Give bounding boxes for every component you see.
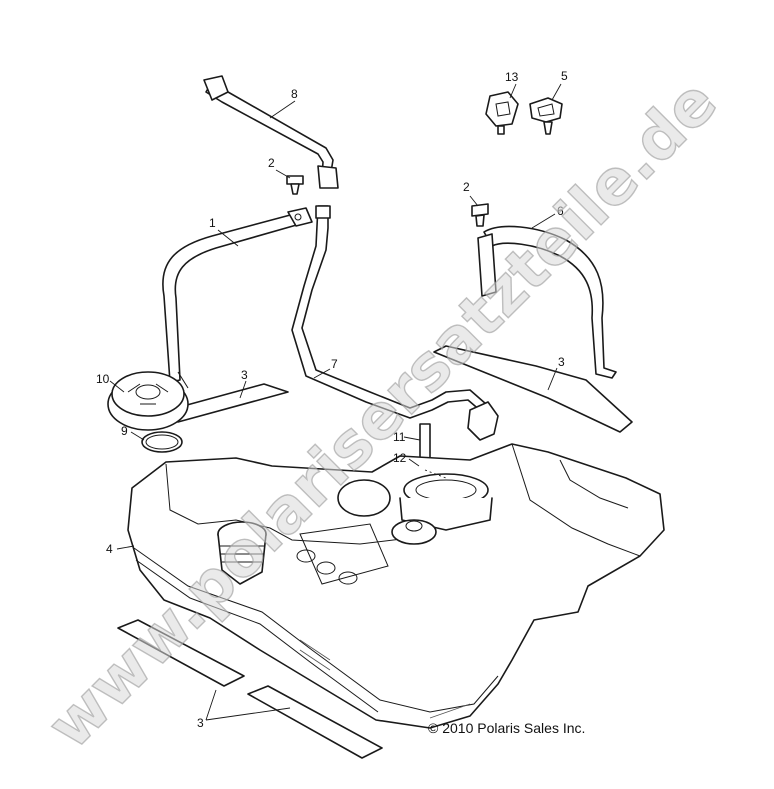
callout-4: 4 — [106, 542, 113, 556]
part-8-vent-hose — [203, 75, 339, 189]
callout-9: 9 — [121, 424, 128, 438]
part-3-pad-lower-left — [117, 619, 245, 687]
callout-labels: 8 2 1 13 5 2 6 7 3 3 10 9 11 12 4 3 — [96, 69, 568, 730]
part-2-rivet-right — [471, 203, 489, 227]
callout-12: 12 — [393, 451, 407, 465]
part-2-rivet-left — [286, 175, 304, 195]
copyright-text: © 2010 Polaris Sales Inc. — [428, 720, 585, 736]
part-11-hose — [419, 423, 431, 459]
callout-11: 11 — [393, 430, 406, 444]
callout-3-upper-left: 3 — [241, 368, 248, 382]
callout-1: 1 — [209, 216, 216, 230]
part-6-strap-right — [477, 225, 617, 379]
part-3-pad-upper-right — [433, 345, 633, 433]
callout-7: 7 — [331, 357, 338, 371]
part-10-fuel-cap — [107, 371, 189, 431]
callout-3-upper-right: 3 — [558, 355, 565, 369]
callout-8: 8 — [291, 87, 298, 101]
part-5-clamp — [529, 97, 563, 135]
callout-2-right: 2 — [463, 180, 470, 194]
part-9-gasket — [141, 431, 183, 453]
callout-5: 5 — [561, 69, 568, 83]
leader-lines — [109, 83, 562, 721]
part-4-fuel-tank — [127, 443, 665, 729]
callout-6: 6 — [557, 204, 564, 218]
part-1-strap-left — [162, 207, 313, 389]
callout-2-left: 2 — [268, 156, 275, 170]
part-7-fuel-line — [291, 205, 499, 441]
part-13-clamp — [485, 91, 519, 135]
callout-10: 10 — [96, 372, 110, 386]
callout-3-bottom: 3 — [197, 716, 204, 730]
part-3-pad-lower-right — [247, 685, 383, 759]
callout-13: 13 — [505, 70, 519, 84]
